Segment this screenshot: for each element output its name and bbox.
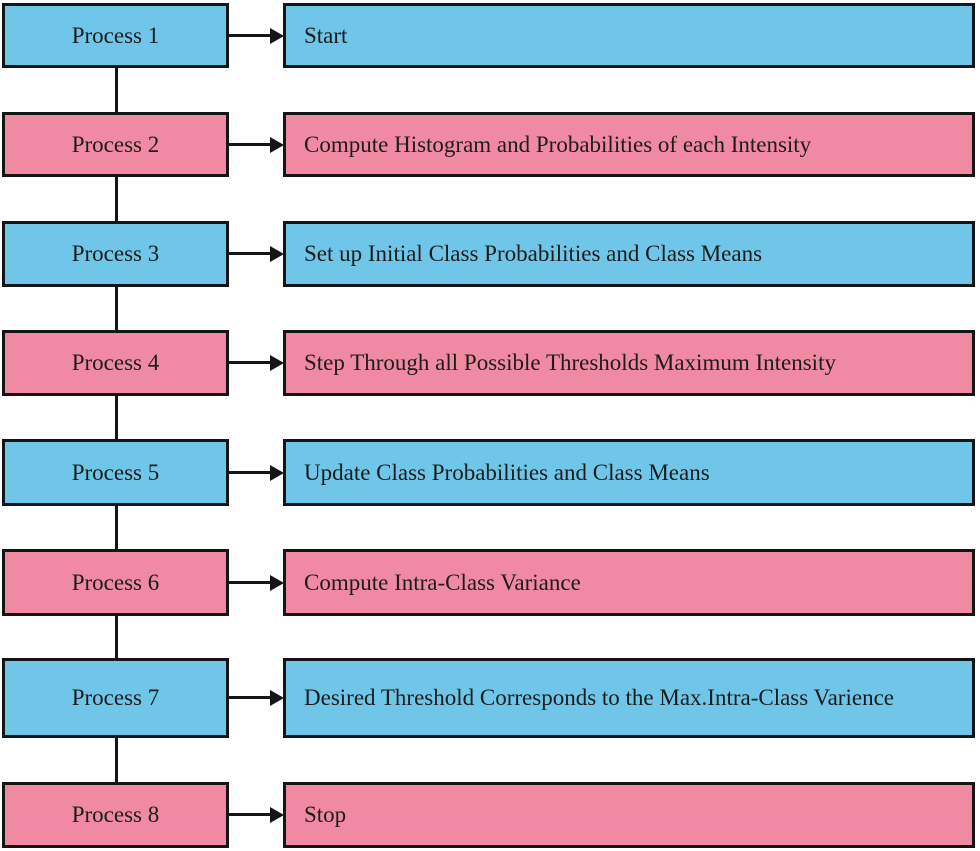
- process-label: Process 5: [71, 459, 160, 485]
- step-label: Step Through all Possible Thresholds Max…: [304, 350, 836, 376]
- arrow-head: [270, 464, 284, 481]
- process-label: Process 8: [71, 802, 160, 828]
- arrow-head: [270, 27, 284, 44]
- arrow-shaft: [229, 361, 274, 364]
- step-label: Update Class Probabilities and Class Mea…: [304, 459, 710, 485]
- arrow-right-icon: [229, 549, 284, 616]
- step-node: Compute Histogram and Probabilities of e…: [283, 112, 975, 177]
- arrow-head: [270, 690, 284, 706]
- flowchart-row-6: Process 6 Compute Intra-Class Variance: [2, 549, 975, 616]
- step-label: Set up Initial Class Probabilities and C…: [304, 241, 763, 267]
- step-node: Step Through all Possible Thresholds Max…: [283, 330, 975, 396]
- flowchart-row-2: Process 2 Compute Histogram and Probabil…: [2, 112, 975, 177]
- step-node: Desired Threshold Corresponds to the Max…: [283, 658, 975, 738]
- step-label: Compute Intra-Class Variance: [304, 569, 581, 595]
- arrow-right-icon: [229, 3, 284, 68]
- flowchart-row-8: Process 8 Stop: [2, 782, 975, 848]
- flowchart-row-4: Process 4 Step Through all Possible Thre…: [2, 330, 975, 396]
- process-node: Process 8: [2, 782, 229, 848]
- process-node: Process 7: [2, 658, 229, 738]
- vertical-connector-line: [115, 35, 118, 815]
- step-node: Set up Initial Class Probabilities and C…: [283, 221, 975, 287]
- step-label: Compute Histogram and Probabilities of e…: [304, 131, 812, 157]
- flowchart-row-3: Process 3 Set up Initial Class Probabili…: [2, 221, 975, 287]
- step-node: Start: [283, 3, 975, 68]
- arrow-right-icon: [229, 439, 284, 506]
- arrow-right-icon: [229, 112, 284, 177]
- process-node: Process 4: [2, 330, 229, 396]
- arrow-head: [270, 136, 284, 153]
- flowchart-row-7: Process 7 Desired Threshold Corresponds …: [2, 658, 975, 738]
- arrow-shaft: [229, 470, 274, 474]
- arrow-shaft: [229, 252, 274, 255]
- arrow-shaft: [229, 696, 274, 699]
- arrow-shaft: [229, 142, 274, 146]
- step-label: Desired Threshold Corresponds to the Max…: [304, 685, 894, 711]
- process-label: Process 1: [71, 22, 160, 48]
- arrow-right-icon: [229, 782, 284, 848]
- step-node: Stop: [283, 782, 975, 848]
- arrow-shaft: [229, 580, 274, 584]
- arrow-head: [270, 807, 284, 823]
- process-label: Process 2: [71, 131, 160, 157]
- process-label: Process 3: [71, 241, 160, 267]
- arrow-shaft: [229, 33, 274, 37]
- arrow-right-icon: [229, 658, 284, 738]
- step-label: Stop: [304, 802, 347, 828]
- process-label: Process 7: [71, 685, 160, 711]
- process-node: Process 1: [2, 3, 229, 68]
- arrow-head: [270, 574, 284, 591]
- arrow-head: [270, 355, 284, 371]
- process-node: Process 3: [2, 221, 229, 287]
- arrow-head: [270, 246, 284, 262]
- flowchart-row-5: Process 5 Update Class Probabilities and…: [2, 439, 975, 506]
- arrow-right-icon: [229, 221, 284, 287]
- arrow-shaft: [229, 813, 274, 816]
- step-node: Compute Intra-Class Variance: [283, 549, 975, 616]
- step-label: Start: [304, 22, 348, 48]
- process-label: Process 6: [71, 569, 160, 595]
- step-node: Update Class Probabilities and Class Mea…: [283, 439, 975, 506]
- process-node: Process 5: [2, 439, 229, 506]
- arrow-right-icon: [229, 330, 284, 396]
- flowchart-row-1: Process 1 Start: [2, 3, 975, 68]
- process-label: Process 4: [71, 350, 160, 376]
- process-node: Process 2: [2, 112, 229, 177]
- process-node: Process 6: [2, 549, 229, 616]
